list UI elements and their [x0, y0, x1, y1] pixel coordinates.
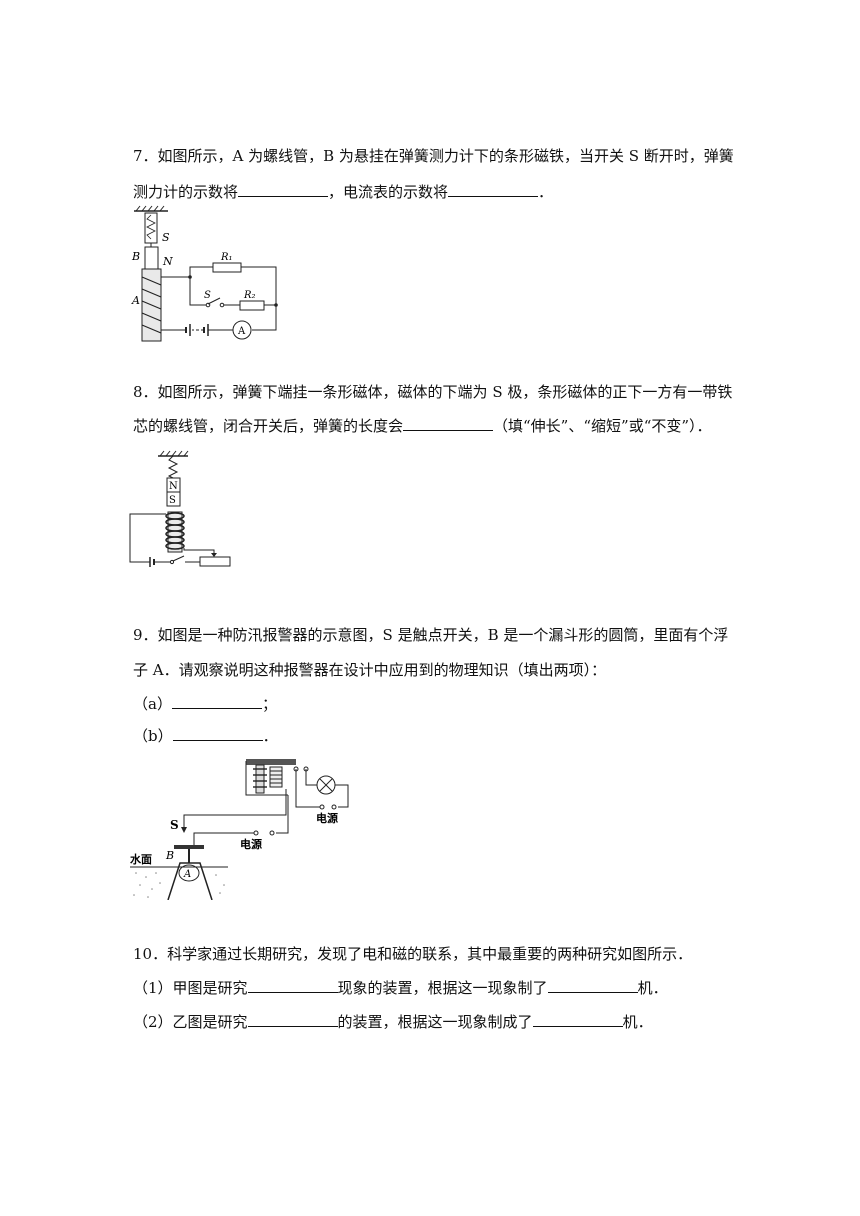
q7-fig-label-n: N — [162, 255, 173, 268]
q9-a-label: （a） — [133, 695, 172, 713]
q7-fig-label-a: A — [131, 294, 140, 307]
q8-line1: 8．如图所示，弹簧下端挂一条形磁体，磁体的下端为 S 极，条形磁体的正下一方有一… — [133, 383, 733, 401]
q7-blank-1[interactable] — [238, 182, 329, 197]
q7-fig-label-r1: R₁ — [220, 252, 233, 263]
q8-fig-label-n: N — [169, 481, 178, 492]
q10-p2-text-b: 的装置，根据这一现象制成了 — [337, 1013, 533, 1031]
q8-text-a: 芯的螺线管，闭合开关后，弹簧的长度会 — [133, 417, 404, 435]
q9-alarm-figure: 电源 电源 S B A 水面 — [130, 759, 349, 900]
q8-blank-1[interactable] — [403, 416, 494, 431]
q7-fig-label-switch: S — [204, 290, 211, 301]
q10-blank-2[interactable] — [547, 978, 638, 993]
q9-fig-label-a: A — [183, 869, 191, 880]
q10-blank-4[interactable] — [532, 1012, 623, 1027]
q7-line2: 测力计的示数将 ，电流表的示数将 ． — [133, 182, 553, 202]
q8-fig-label-s: S — [169, 495, 176, 506]
q10-p1-text-b: 现象的装置，根据这一现象制了 — [337, 979, 548, 997]
q10-part1: （1）甲图是研究 现象的装置，根据这一现象制了 机． — [133, 978, 668, 998]
q10-blank-1[interactable] — [247, 978, 338, 993]
q7-fig-ammeter-label: A — [237, 326, 246, 337]
q9-fig-label-b: B — [165, 849, 174, 862]
q7-text-b: ，电流表的示数将 — [328, 183, 449, 201]
q7-text-c: ． — [538, 183, 554, 201]
q9-fig-water-label: 水面 — [130, 852, 152, 866]
q7-circuit-figure: S B N A R₁ R₂ S A — [131, 205, 278, 342]
q7-text-a: 测力计的示数将 — [133, 183, 239, 201]
q10-p2-text-c: 机． — [622, 1013, 653, 1031]
q10-p1-text-c: 机． — [637, 979, 668, 997]
q9-fig-power2: 电源 — [316, 811, 338, 825]
q8-text-b: （填“伸长”、“缩短”或“不变”）． — [493, 417, 712, 435]
q9-b-end: ． — [262, 727, 278, 745]
q8-solenoid-figure: N S — [129, 450, 231, 567]
q7-fig-label-s: S — [162, 231, 170, 244]
q9-blank-b[interactable] — [172, 726, 263, 741]
q9-a-end: ； — [261, 695, 277, 713]
q7-fig-label-r2: R₂ — [243, 290, 256, 301]
q7-blank-2[interactable] — [448, 182, 539, 197]
q9-fig-label-s: S — [170, 818, 179, 832]
q9-line2: 子 A．请观察说明这种报警器在设计中应用到的物理知识（填出两项）： — [133, 661, 607, 679]
q7-line1: 7．如图所示，A 为螺线管，B 为悬挂在弹簧测力计下的条形磁铁，当开关 S 断开… — [133, 147, 734, 165]
q10-part2: （2）乙图是研究 的装置，根据这一现象制成了 机． — [133, 1012, 653, 1032]
q8-line2: 芯的螺线管，闭合开关后，弹簧的长度会 （填“伸长”、“缩短”或“不变”）． — [133, 416, 712, 436]
q10-line1: 10．科学家通过长期研究，发现了电和磁的联系，其中最重要的两种研究如图所示． — [133, 945, 693, 963]
q10-p1-text-a: （1）甲图是研究 — [133, 979, 248, 997]
q7-fig-label-b: B — [131, 250, 140, 263]
q9-part-b: （b） ． — [133, 726, 278, 746]
q10-blank-3[interactable] — [247, 1012, 338, 1027]
q9-line1: 9．如图是一种防汛报警器的示意图，S 是触点开关，B 是一个漏斗形的圆筒，里面有… — [133, 626, 729, 644]
q10-p2-text-a: （2）乙图是研究 — [133, 1013, 248, 1031]
q9-blank-a[interactable] — [171, 694, 262, 709]
q9-b-label: （b） — [133, 727, 173, 745]
q9-fig-power1: 电源 — [240, 837, 262, 851]
q9-part-a: （a） ； — [133, 694, 277, 714]
